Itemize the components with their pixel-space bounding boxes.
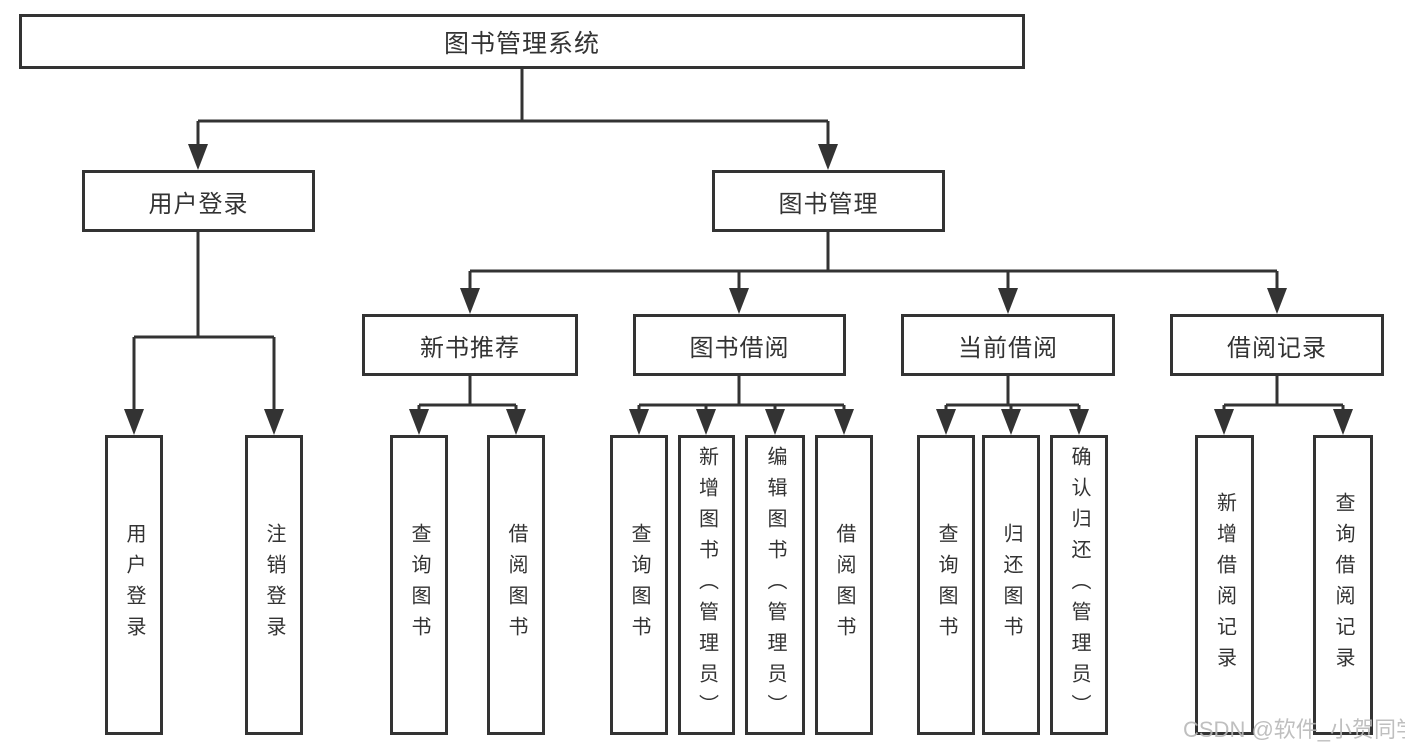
leaf-borrow-book-borrow-label: 借阅图书: [833, 523, 855, 647]
arrow-down-icon: [818, 144, 838, 170]
leaf-borrow-book-borrow: 借阅图书: [815, 435, 873, 735]
arrow-down-icon: [834, 409, 854, 435]
arrow-down-icon: [696, 409, 716, 435]
arrow-down-icon: [998, 288, 1018, 314]
connector-root-to-level2: [196, 69, 830, 146]
connector-bookmgmt-to-level3: [468, 232, 1279, 290]
arrow-down-icon: [936, 409, 956, 435]
leaf-add-borrow-record: 新增借阅记录: [1195, 435, 1254, 735]
leaf-user-login-label: 用户登录: [123, 523, 145, 647]
node-user-login: 用户登录: [82, 170, 315, 232]
leaf-query-book-current-label: 查询图书: [935, 523, 957, 647]
node-current-borrow: 当前借阅: [901, 314, 1115, 376]
leaf-query-book-current: 查询图书: [917, 435, 975, 735]
connector-currentborrow-to-leaves: [944, 376, 1081, 411]
leaf-logout-label: 注销登录: [263, 523, 285, 647]
arrow-down-icon: [460, 288, 480, 314]
arrowheads: [124, 144, 1353, 435]
node-new-book-recommend-label: 新书推荐: [420, 334, 520, 362]
leaf-query-book-borrow: 查询图书: [610, 435, 668, 735]
arrow-down-icon: [506, 409, 526, 435]
leaf-add-book-admin: 新增图书（管理员）: [678, 435, 735, 735]
arrow-down-icon: [1069, 409, 1089, 435]
arrow-down-icon: [629, 409, 649, 435]
node-current-borrow-label: 当前借阅: [958, 334, 1058, 362]
arrow-down-icon: [188, 144, 208, 170]
leaf-confirm-return-admin: 确认归还（管理员）: [1050, 435, 1108, 735]
leaf-edit-book-admin-label: 编辑图书（管理员）: [764, 445, 786, 725]
leaf-user-login: 用户登录: [105, 435, 163, 735]
node-book-borrow-label: 图书借阅: [689, 334, 790, 362]
node-book-management: 图书管理: [712, 170, 945, 232]
node-borrow-record: 借阅记录: [1170, 314, 1384, 376]
node-book-borrow: 图书借阅: [633, 314, 846, 376]
arrow-down-icon: [765, 409, 785, 435]
leaf-borrow-book-recommend: 借阅图书: [487, 435, 545, 735]
node-borrow-record-label: 借阅记录: [1227, 334, 1327, 362]
leaf-add-book-admin-label: 新增图书（管理员）: [695, 445, 718, 725]
leaf-edit-book-admin: 编辑图书（管理员）: [745, 435, 805, 735]
connector-borrowrecord-to-leaves: [1222, 376, 1345, 411]
leaf-query-borrow-record: 查询借阅记录: [1313, 435, 1373, 735]
leaf-logout: 注销登录: [245, 435, 303, 735]
arrow-down-icon: [1267, 288, 1287, 314]
leaf-query-borrow-record-label: 查询借阅记录: [1332, 492, 1354, 678]
leaf-query-book-recommend: 查询图书: [390, 435, 448, 735]
arrow-down-icon: [264, 409, 284, 435]
node-user-login-label: 用户登录: [148, 190, 249, 218]
leaf-query-book-borrow-label: 查询图书: [628, 523, 650, 647]
arrow-down-icon: [1001, 409, 1021, 435]
csdn-watermark: CSDN @软件_小贺同学: [1183, 717, 1405, 742]
leaf-query-book-recommend-label: 查询图书: [408, 523, 430, 647]
leaf-return-book-label: 归还图书: [1000, 523, 1022, 647]
arrow-down-icon: [409, 409, 429, 435]
leaf-return-book: 归还图书: [982, 435, 1040, 735]
leaf-add-borrow-record-label: 新增借阅记录: [1213, 492, 1236, 678]
node-root-label: 图书管理系统: [443, 29, 600, 58]
arrow-down-icon: [1214, 409, 1234, 435]
arrow-down-icon: [1333, 409, 1353, 435]
node-root: 图书管理系统: [19, 14, 1025, 69]
arrow-down-icon: [729, 288, 749, 314]
connector-bookborrow-to-leaves: [637, 376, 846, 411]
arrow-down-icon: [124, 409, 144, 435]
connector-userlogin-to-leaves: [132, 232, 276, 411]
leaf-confirm-return-admin-label: 确认归还（管理员）: [1068, 445, 1090, 725]
node-book-management-label: 图书管理: [778, 190, 879, 218]
connector-newbookrec-to-leaves: [417, 376, 518, 411]
leaf-borrow-book-recommend-label: 借阅图书: [505, 523, 527, 647]
node-new-book-recommend: 新书推荐: [362, 314, 578, 376]
